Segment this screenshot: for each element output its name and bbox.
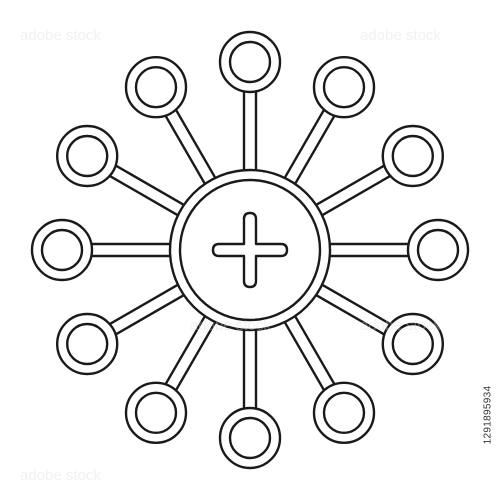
network-node-icon — [312, 55, 376, 119]
node-inner-ring — [322, 391, 366, 434]
network-node-icon — [30, 218, 94, 282]
connector-line — [242, 324, 258, 414]
node-inner-ring — [322, 65, 366, 109]
network-node-icon — [218, 30, 282, 94]
hub-inner-gap — [178, 178, 322, 322]
node-inner-ring — [134, 65, 178, 109]
connector-line — [162, 311, 219, 395]
connector-line — [105, 162, 189, 219]
node-inner-ring — [134, 391, 178, 434]
network-node-icon — [55, 312, 119, 376]
connector-line — [281, 105, 338, 189]
connector-line — [162, 105, 219, 189]
connector-line — [324, 242, 414, 258]
connector-line — [105, 281, 189, 338]
network-node-icon — [406, 218, 470, 282]
node-inner-ring — [228, 40, 272, 84]
node-inner-ring — [416, 228, 460, 272]
network-node-icon — [124, 381, 188, 444]
network-node-icon — [124, 55, 188, 119]
node-inner-ring — [228, 416, 272, 460]
center-hub — [168, 168, 332, 332]
network-node-icon — [218, 406, 282, 470]
stock-id-text: 1291895934 — [482, 385, 494, 445]
connector-line — [86, 242, 176, 258]
network-node-icon — [312, 381, 376, 444]
node-inner-ring — [391, 134, 434, 178]
connector-line — [281, 311, 338, 395]
network-node-icon — [55, 124, 119, 188]
plus-icon — [211, 211, 289, 289]
network-node-icon — [381, 124, 444, 188]
network-node-icon — [381, 312, 444, 376]
node-inner-ring — [65, 134, 109, 178]
node-inner-ring — [65, 322, 109, 366]
outer-nodes — [30, 30, 470, 470]
node-inner-ring — [40, 228, 84, 272]
node-inner-ring — [391, 322, 434, 366]
stock-id-label: 1291895934 — [478, 340, 498, 490]
connector-line — [311, 162, 395, 219]
connector-line — [311, 281, 395, 338]
connector-line — [242, 86, 258, 176]
